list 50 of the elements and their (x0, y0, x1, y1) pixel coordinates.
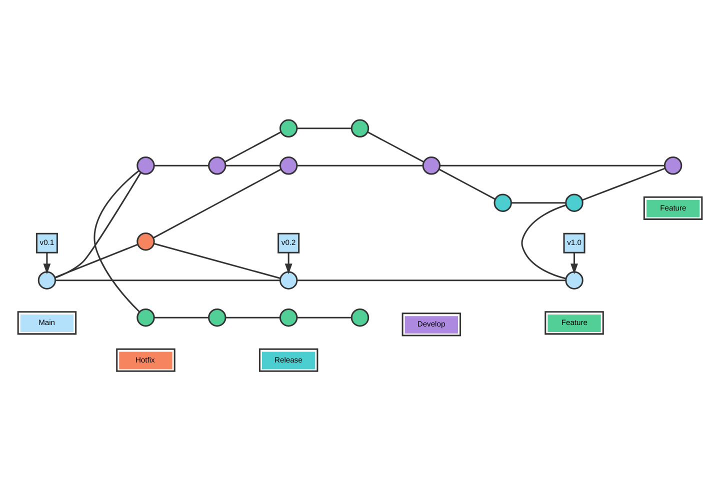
connector (297, 316, 352, 318)
node-circle (279, 270, 298, 289)
connector (296, 164, 424, 166)
arrow (570, 252, 578, 274)
arrow (284, 252, 292, 274)
connector (224, 130, 282, 162)
connector (152, 168, 282, 238)
node-circle (664, 156, 682, 174)
node-circle (350, 308, 370, 326)
node-box: v1.0 (563, 232, 586, 253)
connector (154, 164, 209, 166)
connector (367, 130, 424, 162)
node-box: v0.1 (36, 232, 58, 253)
node-circle (136, 156, 155, 174)
node-circle (208, 308, 226, 326)
node-circle (136, 232, 155, 250)
node-box: v0.2 (278, 232, 300, 253)
connector (226, 316, 280, 318)
legend-label: Develop (417, 319, 446, 328)
connector (94, 170, 140, 312)
node-circle (279, 156, 298, 174)
connector (54, 243, 138, 278)
connector (154, 316, 209, 318)
legend-label: Hotfix (135, 354, 155, 364)
node-circle (422, 156, 441, 174)
connector (582, 167, 666, 200)
legend-label: Main (38, 318, 56, 327)
legend-label: Feature (561, 318, 588, 327)
connector (154, 242, 280, 278)
node-circle (136, 308, 155, 326)
node-circle (565, 193, 584, 212)
connector (438, 168, 496, 200)
arrow (43, 252, 51, 274)
connector (55, 279, 280, 281)
connector (440, 164, 664, 166)
node-circle (279, 118, 298, 138)
connector (296, 279, 566, 281)
legend-label: Feature (660, 202, 686, 212)
node-circle (38, 270, 56, 289)
connector (511, 202, 566, 204)
node-circle (279, 308, 298, 326)
node-circle (350, 118, 370, 138)
connector (297, 127, 352, 129)
node-circle (208, 156, 226, 174)
connector (54, 172, 142, 278)
legend-label: Release (274, 354, 302, 364)
connector (521, 204, 566, 279)
connector (226, 164, 280, 166)
node-circle (494, 193, 512, 212)
node-circle (565, 270, 584, 289)
